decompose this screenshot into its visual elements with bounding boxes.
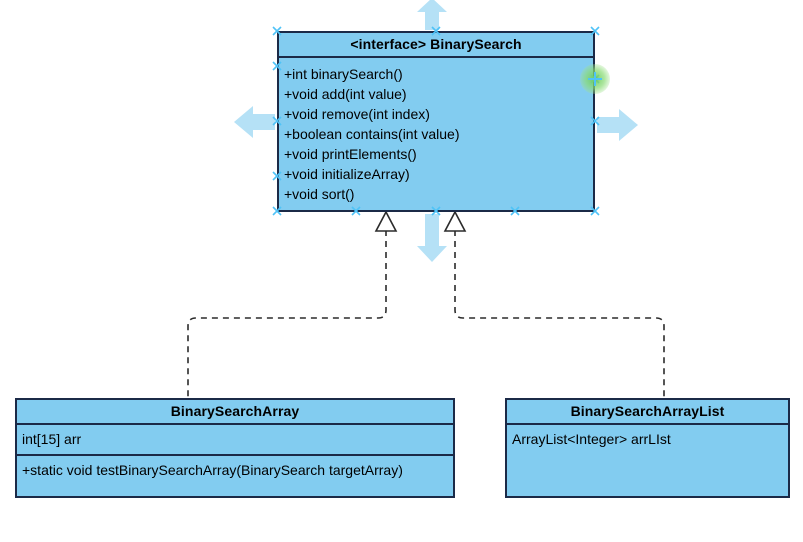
attribute-compartment-binary-search-array: int[15] arr <box>17 425 453 456</box>
realization-line-array <box>187 230 387 397</box>
class-title-binary-search-array-list: BinarySearchArrayList <box>507 400 788 425</box>
class-box-binary-search-array[interactable]: BinarySearchArray int[15] arr +static vo… <box>15 398 455 498</box>
add-shape-handle-icon[interactable] <box>580 64 610 94</box>
method-compartment-binary-search-array: +static void testBinarySearchArray(Binar… <box>17 456 453 485</box>
hover-arrow-right <box>597 109 638 141</box>
hover-arrow-left <box>234 106 275 138</box>
interface-method-compartment: +int binarySearch() +void add(int value)… <box>279 58 593 209</box>
class-method: +static void testBinarySearchArray(Binar… <box>22 462 403 478</box>
realization-arrowhead-arraylist <box>443 210 467 232</box>
interface-method: +void printElements() <box>284 146 417 162</box>
attribute-compartment-binary-search-array-list: ArrayList<Integer> arrLIst <box>507 425 788 454</box>
interface-title: <interface> BinarySearch <box>279 33 593 58</box>
class-attribute: ArrayList<Integer> arrLIst <box>512 431 671 447</box>
interface-method: +int binarySearch() <box>284 66 403 82</box>
realization-arrowhead-array <box>374 210 398 232</box>
interface-method: +void add(int value) <box>284 86 407 102</box>
class-box-binary-search-array-list[interactable]: BinarySearchArrayList ArrayList<Integer>… <box>505 398 790 498</box>
interface-method: +void initializeArray) <box>284 166 410 182</box>
class-title-binary-search-array: BinarySearchArray <box>17 400 453 425</box>
interface-method: +void sort() <box>284 186 355 202</box>
realization-line-arraylist <box>454 230 665 397</box>
hover-arrow-down <box>417 214 447 262</box>
class-attribute: int[15] arr <box>22 431 82 447</box>
hover-arrow-up <box>417 0 447 30</box>
interface-method: +boolean contains(int value) <box>284 126 460 142</box>
interface-method: +void remove(int index) <box>284 106 430 122</box>
interface-box-binary-search[interactable]: <interface> BinarySearch +int binarySear… <box>277 31 595 212</box>
